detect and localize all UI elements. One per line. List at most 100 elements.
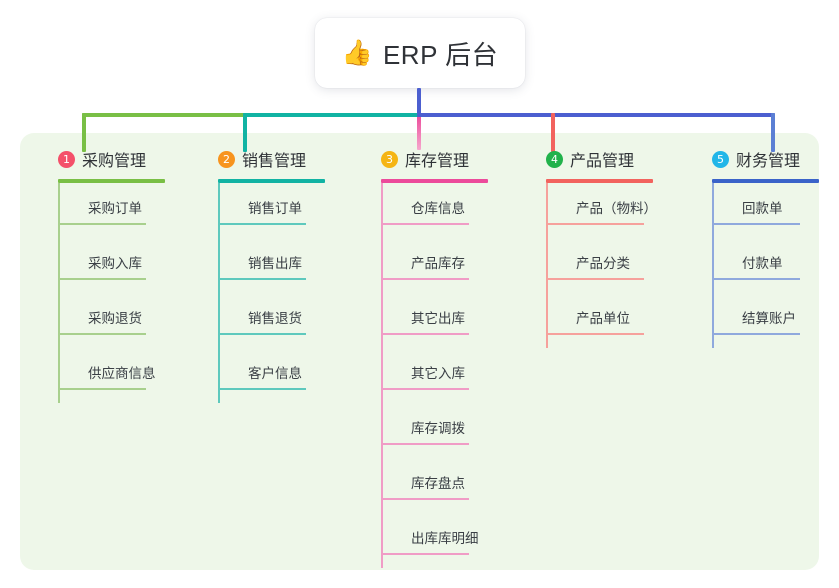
branch-item-list: 回款单付款单结算账户 <box>712 183 819 348</box>
leaf-node[interactable]: 回款单 <box>712 183 819 238</box>
connector-drop-2 <box>243 113 247 152</box>
leaf-node[interactable]: 出库库明细 <box>381 513 488 568</box>
branch-underline <box>58 179 165 183</box>
leaf-node-label: 库存调拨 <box>411 421 465 436</box>
leaf-node[interactable]: 产品分类 <box>546 238 653 293</box>
leaf-node-underline <box>546 278 644 280</box>
leaf-node[interactable]: 结算账户 <box>712 293 819 348</box>
leaf-node-underline <box>381 223 469 225</box>
branch-badge-icon: 1 <box>58 150 75 168</box>
connector-bus-mid <box>243 113 419 117</box>
leaf-node[interactable]: 产品（物料） <box>546 183 657 238</box>
root-connector-stem-lower <box>417 115 421 150</box>
branch-spine <box>712 183 714 348</box>
connector-drop-4 <box>551 113 555 152</box>
leaf-node-underline <box>58 388 146 390</box>
branch-underline <box>218 179 325 183</box>
leaf-node-underline <box>712 223 800 225</box>
branch-badge-icon: 3 <box>381 150 398 168</box>
root-node-title: ERP 后台 <box>382 39 499 70</box>
leaf-node-label: 回款单 <box>742 201 783 216</box>
connector-bus-left <box>82 113 245 117</box>
leaf-node-underline <box>218 333 306 335</box>
leaf-node-underline <box>58 333 146 335</box>
branch-underline <box>712 179 819 183</box>
leaf-node[interactable]: 仓库信息 <box>381 183 488 238</box>
branch-title: 财务管理 <box>736 153 801 170</box>
leaf-node[interactable]: 销售订单 <box>218 183 325 238</box>
leaf-node-label: 销售出库 <box>248 256 302 271</box>
leaf-node[interactable]: 客户信息 <box>218 348 325 403</box>
branch-title: 产品管理 <box>570 153 635 170</box>
leaf-node-underline <box>712 333 800 335</box>
leaf-node-underline <box>546 223 644 225</box>
leaf-node-underline <box>381 553 469 555</box>
branch-item-list: 销售订单销售出库销售退货客户信息 <box>218 183 325 403</box>
root-node-erp-backend[interactable]: 👍 ERP 后台 <box>315 18 525 88</box>
leaf-node[interactable]: 付款单 <box>712 238 819 293</box>
leaf-node-underline <box>381 498 469 500</box>
branch-column-3: 3 库存管理仓库信息产品库存其它出库其它入库库存调拨库存盘点出库库明细 <box>363 146 488 568</box>
branch-underline <box>546 179 653 183</box>
leaf-node-label: 销售订单 <box>248 201 302 216</box>
leaf-node-underline <box>218 278 306 280</box>
leaf-node-label: 销售退货 <box>248 311 302 326</box>
branch-spine <box>381 183 383 568</box>
branch-title: 采购管理 <box>82 153 147 170</box>
leaf-node-label: 供应商信息 <box>88 366 156 381</box>
branch-title: 销售管理 <box>242 153 307 170</box>
connector-drop-1 <box>82 113 86 152</box>
leaf-node[interactable]: 采购入库 <box>58 238 165 293</box>
leaf-node-underline <box>381 443 469 445</box>
branch-title: 库存管理 <box>405 153 470 170</box>
branch-header-5[interactable]: 5 财务管理 <box>694 146 819 172</box>
leaf-node-label: 仓库信息 <box>411 201 465 216</box>
connector-bus-right <box>417 113 775 117</box>
leaf-node-underline <box>58 223 146 225</box>
branch-header-2[interactable]: 2 销售管理 <box>200 146 325 172</box>
leaf-node[interactable]: 其它出库 <box>381 293 488 348</box>
leaf-node[interactable]: 采购订单 <box>58 183 165 238</box>
leaf-node-underline <box>218 388 306 390</box>
leaf-node-underline <box>381 333 469 335</box>
leaf-node-label: 其它入库 <box>411 366 465 381</box>
leaf-node-label: 结算账户 <box>742 311 796 326</box>
root-connector-stem <box>417 88 421 115</box>
leaf-node-underline <box>381 388 469 390</box>
branch-underline <box>381 179 488 183</box>
branch-badge-icon: 5 <box>712 150 729 168</box>
leaf-node[interactable]: 供应商信息 <box>58 348 165 403</box>
leaf-node[interactable]: 销售出库 <box>218 238 325 293</box>
leaf-node[interactable]: 采购退货 <box>58 293 165 348</box>
branch-item-list: 采购订单采购入库采购退货供应商信息 <box>58 183 165 403</box>
leaf-node-underline <box>58 278 146 280</box>
thumbs-up-icon: 👍 <box>341 38 373 67</box>
leaf-node[interactable]: 产品单位 <box>546 293 653 348</box>
branch-spine <box>546 183 548 348</box>
leaf-node-label: 出库库明细 <box>411 531 479 546</box>
branch-header-3[interactable]: 3 库存管理 <box>363 146 488 172</box>
branch-spine <box>218 183 220 403</box>
branch-spine <box>58 183 60 403</box>
leaf-node[interactable]: 产品库存 <box>381 238 488 293</box>
leaf-node-underline <box>712 278 800 280</box>
leaf-node[interactable]: 库存盘点 <box>381 458 488 513</box>
leaf-node[interactable]: 库存调拨 <box>381 403 488 458</box>
branch-badge-icon: 2 <box>218 150 235 168</box>
branch-column-1: 1 采购管理采购订单采购入库采购退货供应商信息 <box>40 146 165 403</box>
leaf-node-label: 产品单位 <box>576 311 630 326</box>
branch-header-1[interactable]: 1 采购管理 <box>40 146 165 172</box>
leaf-node[interactable]: 销售退货 <box>218 293 325 348</box>
leaf-node-label: 产品分类 <box>576 256 630 271</box>
leaf-node-label: 采购退货 <box>88 311 142 326</box>
leaf-node-underline <box>218 223 306 225</box>
leaf-node-label: 采购入库 <box>88 256 142 271</box>
leaf-node-label: 其它出库 <box>411 311 465 326</box>
leaf-node[interactable]: 其它入库 <box>381 348 488 403</box>
leaf-node-underline <box>381 278 469 280</box>
leaf-node-label: 采购订单 <box>88 201 142 216</box>
leaf-node-label: 客户信息 <box>248 366 302 381</box>
